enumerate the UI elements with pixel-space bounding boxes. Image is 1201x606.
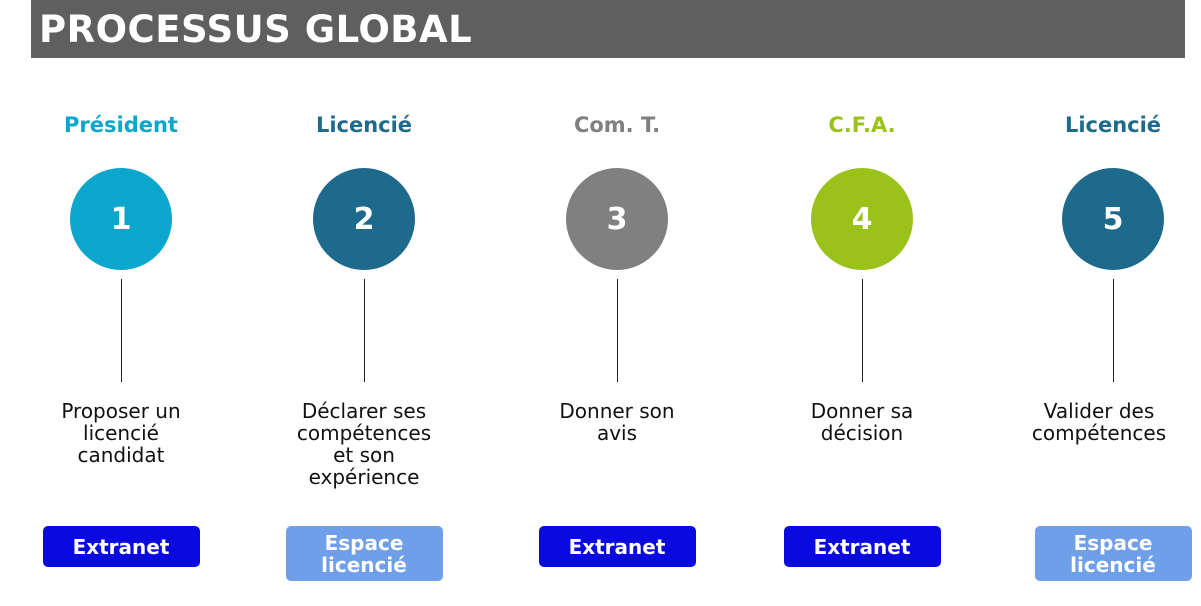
step-3-description-line: avis bbox=[596, 421, 638, 445]
step-4-circle: 4 bbox=[811, 168, 913, 270]
step-1-tag-label: Extranet bbox=[72, 534, 170, 559]
step-4-tag-label: Extranet bbox=[813, 534, 911, 559]
step-2-description-line: expérience bbox=[308, 465, 420, 489]
step-4-description-line: Donner sa bbox=[810, 399, 914, 423]
step-1-tag: Extranet bbox=[42, 526, 200, 567]
step-2-connector bbox=[364, 279, 365, 382]
step-2-tag-label: licencié bbox=[321, 552, 407, 577]
step-1-circle: 1 bbox=[70, 168, 172, 270]
step-3-tag: Extranet bbox=[538, 526, 696, 567]
step-2-description-line: Déclarer ses bbox=[301, 399, 427, 423]
step-1-connector bbox=[121, 279, 122, 382]
step-4-role: C.F.A. bbox=[828, 113, 896, 137]
step-2-circle: 2 bbox=[313, 168, 415, 270]
step-1-description-line: Proposer un bbox=[61, 399, 181, 423]
page-title: PROCESSUS GLOBAL bbox=[39, 8, 473, 51]
step-4-description-line: décision bbox=[820, 421, 904, 445]
step-1-role: Président bbox=[64, 113, 178, 137]
step-5-description-line: compétences bbox=[1031, 421, 1167, 445]
step-2-description-line: et son bbox=[333, 443, 395, 467]
step-5-circle: 5 bbox=[1062, 168, 1164, 270]
step-4-tag: Extranet bbox=[783, 526, 941, 567]
step-3-circle: 3 bbox=[566, 168, 668, 270]
step-5-connector bbox=[1113, 279, 1114, 382]
step-2-number: 2 bbox=[353, 201, 375, 237]
step-3-tag-label: Extranet bbox=[568, 534, 666, 559]
step-1-description-line: candidat bbox=[77, 443, 165, 467]
step-2-tag-label: Espace bbox=[324, 530, 404, 555]
step-1-description-line: licencié bbox=[83, 421, 159, 445]
step-5-role: Licencié bbox=[1064, 113, 1162, 137]
step-5-tag-label: licencié bbox=[1070, 552, 1156, 577]
step-5-tag-label: Espace bbox=[1073, 530, 1153, 555]
step-5-number: 5 bbox=[1102, 201, 1124, 237]
step-2-description-line: compétences bbox=[296, 421, 432, 445]
step-3-number: 3 bbox=[606, 201, 628, 237]
step-5-description-line: Valider des bbox=[1043, 399, 1155, 423]
step-2-role: Licencié bbox=[315, 113, 413, 137]
step-3-role: Com. T. bbox=[573, 113, 661, 137]
step-3-connector bbox=[617, 279, 618, 382]
step-3-description-line: Donner son bbox=[559, 399, 675, 423]
step-1-number: 1 bbox=[110, 201, 132, 237]
title-bar: PROCESSUS GLOBAL bbox=[31, 0, 1185, 58]
step-4-connector bbox=[862, 279, 863, 382]
step-4-number: 4 bbox=[851, 201, 873, 237]
